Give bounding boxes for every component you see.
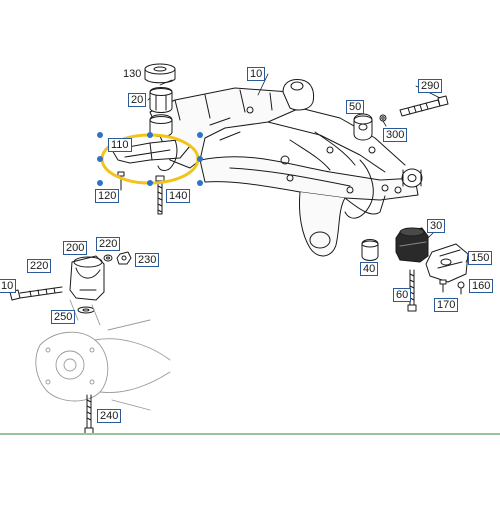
bushing-50 (353, 113, 373, 141)
bracket-150 (425, 243, 469, 283)
part-label-290[interactable]: 290 (418, 79, 443, 93)
part-label-120[interactable]: 120 (95, 189, 120, 203)
part-label-230[interactable]: 230 (135, 253, 160, 267)
part-label-300[interactable]: 300 (383, 128, 408, 142)
washer-220-upper (103, 254, 113, 262)
part-label-140[interactable]: 140 (166, 189, 191, 203)
part-label-170[interactable]: 170 (434, 298, 459, 312)
part-label-40[interactable]: 40 (360, 262, 379, 276)
part-label-110[interactable]: 110 (108, 138, 132, 152)
part-110-bracket (111, 139, 191, 171)
mount-bushing-under-20 (149, 114, 173, 137)
part-label-150[interactable]: 150 (468, 251, 493, 265)
part-130-cap (144, 63, 176, 84)
part-label-220[interactable]: 220 (96, 237, 121, 251)
bolt-140 (155, 175, 165, 215)
part-label-30[interactable]: 30 (427, 219, 446, 233)
washer-300 (379, 114, 387, 122)
bolt-170 (439, 279, 447, 293)
part-label-130: 130 (123, 68, 142, 80)
part-label-240[interactable]: 240 (97, 409, 122, 423)
bolt-160 (457, 281, 465, 295)
mount-200 (69, 255, 105, 301)
bolt-290 (399, 95, 449, 117)
bushing-40 (361, 239, 379, 261)
part-label-50[interactable]: 50 (346, 100, 365, 114)
part-label-220-left[interactable]: 220 (27, 259, 52, 273)
part-label-60[interactable]: 60 (393, 288, 412, 302)
washer-250 (77, 306, 95, 314)
nut-230 (116, 251, 132, 265)
part-label-20[interactable]: 20 (128, 93, 147, 107)
part-label-10-left[interactable]: 10 (0, 279, 17, 293)
part-label-200[interactable]: 200 (63, 241, 88, 255)
bolt-left-10 (9, 286, 63, 301)
part-label-10[interactable]: 10 (247, 67, 266, 81)
mount-30 (395, 227, 429, 263)
selection-highlight (97, 132, 203, 186)
bolt-240 (84, 394, 94, 435)
differential-housing (35, 299, 171, 411)
part-20-mount (149, 87, 173, 113)
ground-line (0, 433, 500, 435)
rear-subframe (149, 79, 423, 257)
part-label-250[interactable]: 250 (51, 310, 76, 324)
bolt-120 (117, 171, 125, 191)
part-label-160[interactable]: 160 (469, 279, 494, 293)
